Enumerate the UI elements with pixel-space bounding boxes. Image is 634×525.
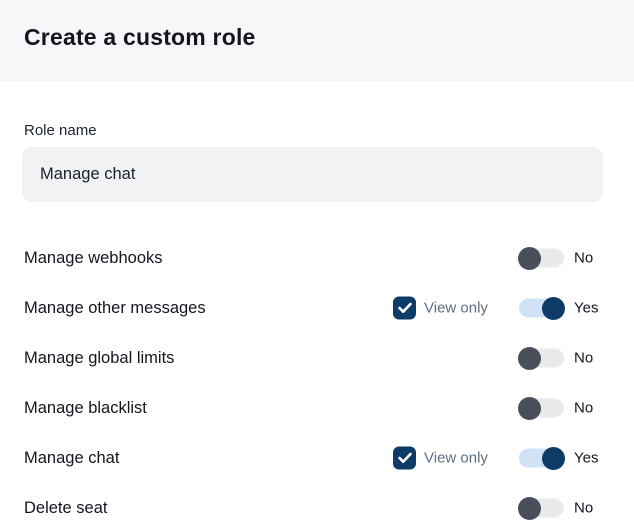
permission-label: Manage chat (24, 448, 120, 467)
checkmark-icon (397, 302, 412, 313)
permission-label: Manage other messages (24, 298, 206, 317)
checkmark-icon (397, 452, 412, 463)
toggle-knob (542, 296, 565, 320)
toggle-state-label: No (574, 399, 594, 417)
permission-label: Delete seat (24, 498, 108, 517)
permission-label: Manage global limits (24, 348, 175, 367)
dialog-body: Role name Manage webhooks No Manage othe… (0, 122, 634, 525)
role-name-input[interactable] (22, 147, 603, 202)
toggle-state-label: Yes (574, 299, 599, 317)
permission-row: Manage blacklist No (24, 383, 610, 433)
toggle-state-label: No (574, 249, 594, 267)
permission-toggle[interactable] (518, 396, 564, 420)
permission-row: Manage chat View only Yes (24, 433, 610, 483)
dialog-header: Create a custom role (0, 0, 634, 81)
permission-label: Manage blacklist (24, 398, 147, 417)
permission-toggle[interactable] (519, 296, 565, 320)
view-only-checkbox[interactable] (393, 296, 416, 320)
permission-row: Manage global limits No (24, 333, 610, 383)
page-title: Create a custom role (24, 24, 256, 50)
view-only-checkbox[interactable] (393, 446, 416, 470)
permission-toggle[interactable] (518, 346, 564, 370)
toggle-knob (518, 246, 541, 270)
permission-toggle[interactable] (519, 446, 565, 470)
permission-row: Manage other messages View only Yes (24, 283, 610, 333)
permission-toggle[interactable] (518, 246, 564, 270)
toggle-state-label: Yes (574, 449, 599, 467)
permissions-list: Manage webhooks No Manage other messages… (24, 233, 610, 525)
permission-row: Delete seat No (24, 483, 610, 525)
permission-row: Manage webhooks No (24, 233, 610, 283)
toggle-state-label: No (574, 349, 594, 367)
toggle-knob (518, 346, 541, 370)
permission-toggle[interactable] (518, 496, 564, 520)
toggle-state-label: No (574, 499, 594, 517)
toggle-knob (518, 396, 541, 420)
toggle-knob (518, 496, 541, 520)
toggle-knob (542, 446, 565, 470)
permission-label: Manage webhooks (24, 248, 163, 267)
view-only-label: View only (424, 299, 488, 317)
view-only-label: View only (424, 449, 488, 467)
role-name-label: Role name (24, 122, 97, 139)
